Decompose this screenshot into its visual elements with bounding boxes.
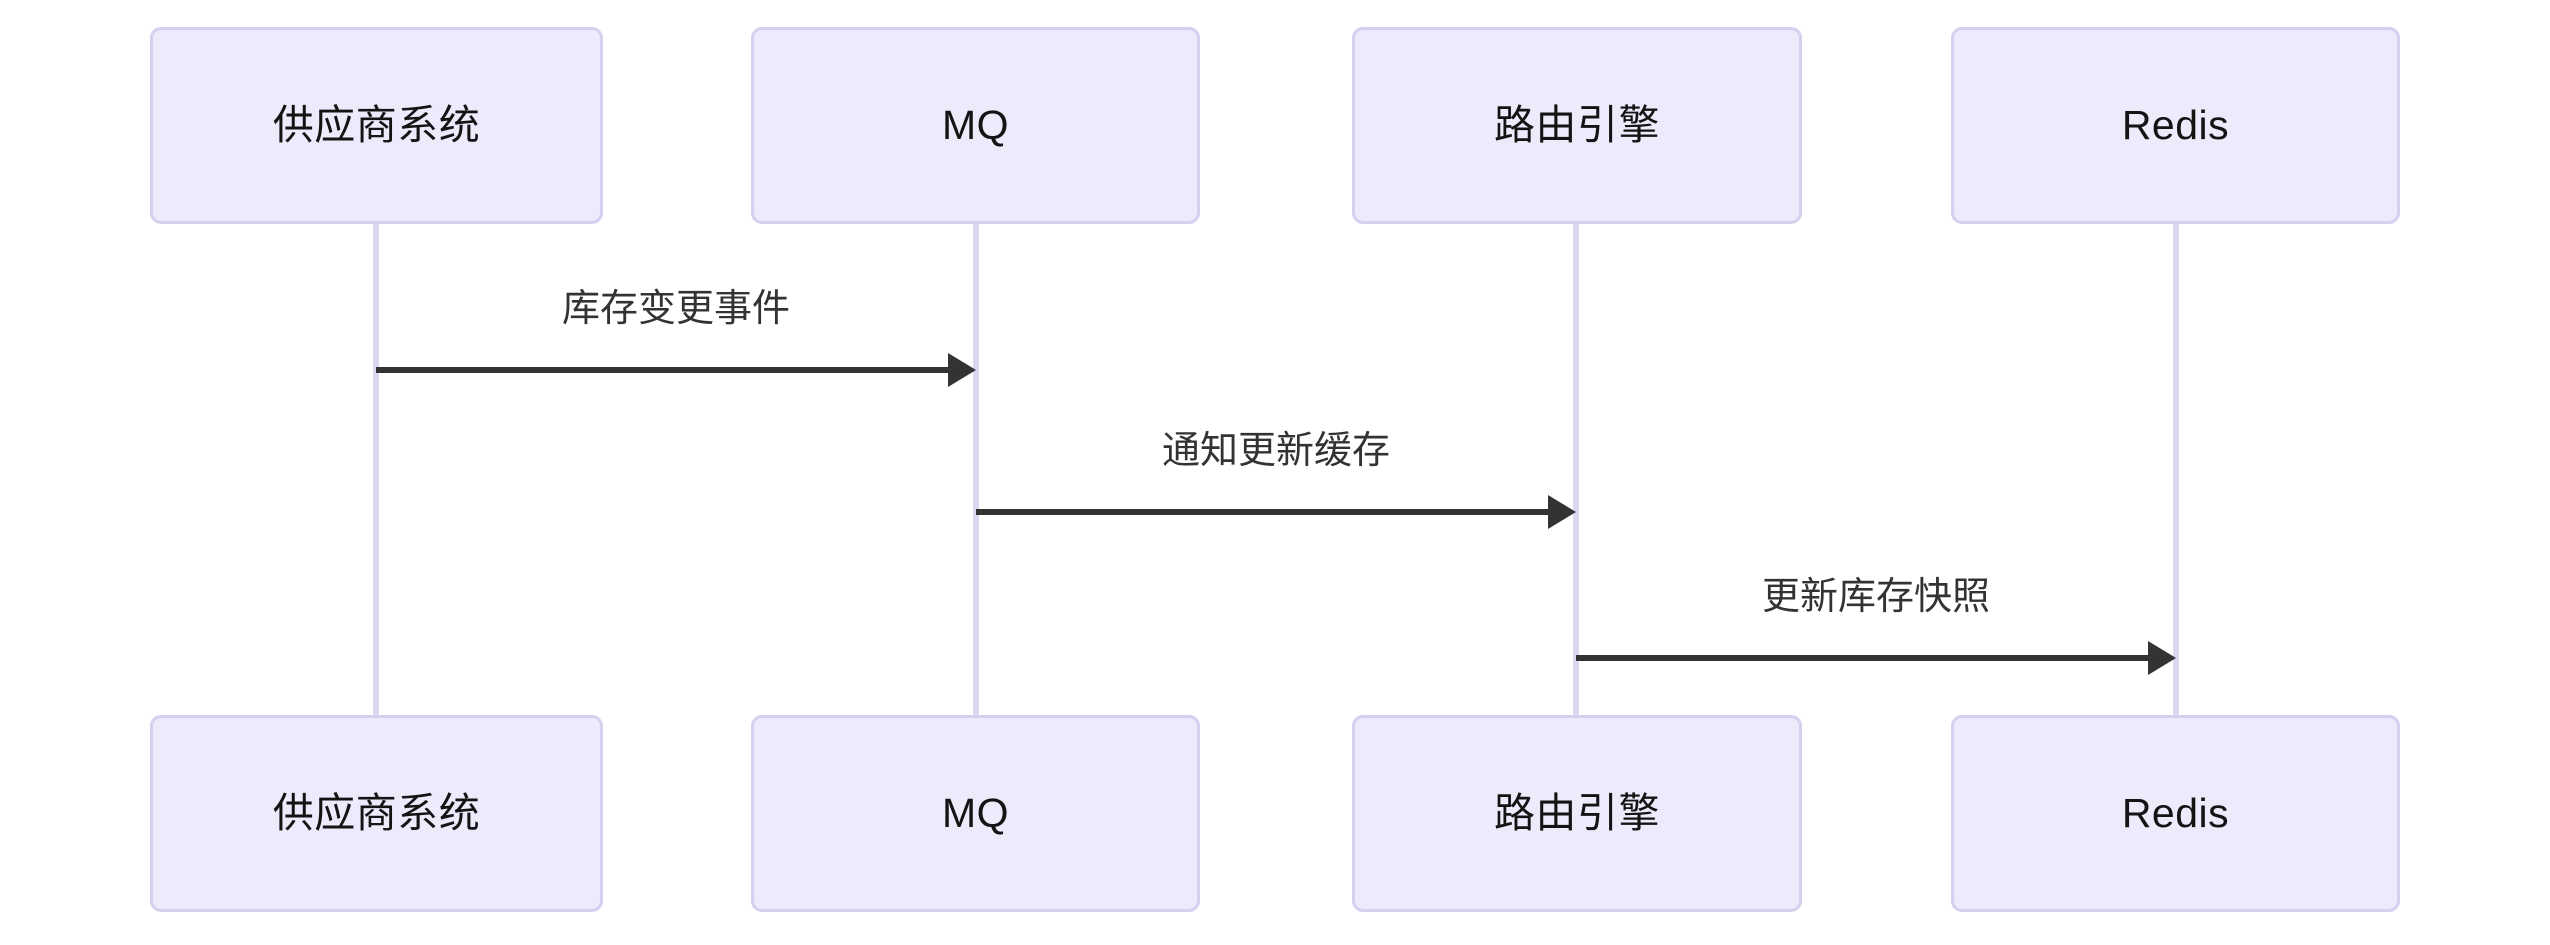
message-2-arrowhead-icon (1548, 495, 1576, 529)
participant-footer-router[interactable]: 路由引擎 (1352, 715, 1802, 912)
message-3-line (1576, 655, 2148, 661)
participant-header-label-supplier: 供应商系统 (272, 102, 481, 148)
message-3-label: 更新库存快照 (1761, 576, 1991, 618)
participant-footer-supplier[interactable]: 供应商系统 (150, 715, 603, 912)
participant-header-label-router: 路由引擎 (1494, 102, 1660, 148)
message-2-label: 通知更新缓存 (1161, 430, 1391, 472)
participant-header-mq[interactable]: MQ (751, 27, 1200, 224)
message-2-line (976, 509, 1548, 515)
participant-header-router[interactable]: 路由引擎 (1352, 27, 1802, 224)
lifeline-supplier (373, 224, 379, 715)
participant-footer-label-supplier: 供应商系统 (272, 790, 481, 836)
participant-header-supplier[interactable]: 供应商系统 (150, 27, 603, 224)
message-1-label: 库存变更事件 (561, 288, 791, 330)
participant-header-label-mq: MQ (941, 102, 1010, 148)
participant-footer-label-router: 路由引擎 (1494, 790, 1660, 836)
message-1-arrowhead-icon (948, 353, 976, 387)
participant-header-redis[interactable]: Redis (1951, 27, 2400, 224)
participant-header-label-redis: Redis (2121, 102, 2230, 148)
participant-footer-mq[interactable]: MQ (751, 715, 1200, 912)
participant-footer-label-mq: MQ (941, 790, 1010, 836)
message-3-arrowhead-icon (2148, 641, 2176, 675)
lifeline-mq (973, 224, 979, 715)
participant-footer-redis[interactable]: Redis (1951, 715, 2400, 912)
participant-footer-label-redis: Redis (2121, 790, 2230, 836)
message-1-line (376, 367, 948, 373)
lifeline-router (1573, 224, 1579, 715)
lifeline-redis (2173, 224, 2179, 715)
